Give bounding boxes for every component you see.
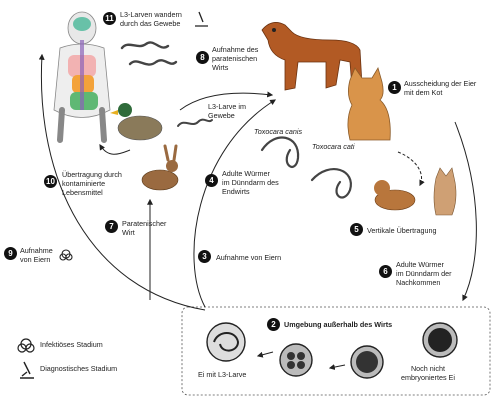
step-3-badge: 3 [198, 250, 211, 263]
step-5-label: Vertikale Übertragung [367, 226, 437, 235]
biohazard-icon [17, 338, 35, 353]
step-10-badge: 10 [44, 175, 57, 188]
microscope-icon-step-11 [195, 11, 208, 27]
legend-infective: Infektiöses Stadium [40, 340, 103, 349]
microscope-icon [20, 361, 34, 379]
egg-developing-1 [350, 345, 384, 379]
step-4-badge: 4 [205, 174, 218, 187]
step-6-badge: 6 [379, 265, 392, 278]
eggs [206, 322, 458, 379]
legend-diagnostic: Diagnostisches Stadium [40, 364, 118, 373]
step-5-badge: 5 [350, 223, 363, 236]
egg-developing-2 [279, 343, 313, 377]
human-figure [53, 11, 111, 143]
puppy [374, 180, 416, 211]
cycle-arrows [38, 53, 477, 371]
egg-with-l3-larva [206, 322, 246, 362]
step-2-badge: 2 [267, 318, 280, 331]
step-3-label: Aufnahme von Eiern [216, 253, 282, 262]
egg-l3-label: Ei mit L3-Larve [198, 370, 247, 379]
adult-worms [260, 136, 352, 199]
toxocara-canis-label: Toxocara canis [254, 127, 303, 136]
step-7-badge: 7 [105, 220, 118, 233]
l3-larva-tissue-worm [177, 118, 213, 127]
kitten [433, 167, 457, 216]
biohazard-icon-step-9 [59, 249, 73, 261]
step-9-badge: 9 [4, 247, 17, 260]
l3-larvae-worms [120, 41, 178, 66]
duck [110, 103, 163, 141]
rabbit [141, 144, 179, 191]
step-1-badge: 1 [388, 81, 401, 94]
toxocara-cati-label: Toxocara cati [312, 142, 355, 151]
cat [347, 67, 391, 141]
step-8-badge: 8 [196, 51, 209, 64]
step-11-badge: 11 [103, 12, 116, 25]
step-2-label: Umgebung außerhalb des Wirts [284, 320, 393, 329]
environment-box [181, 306, 491, 396]
egg-unembryonated [422, 322, 458, 358]
dog [261, 22, 363, 91]
